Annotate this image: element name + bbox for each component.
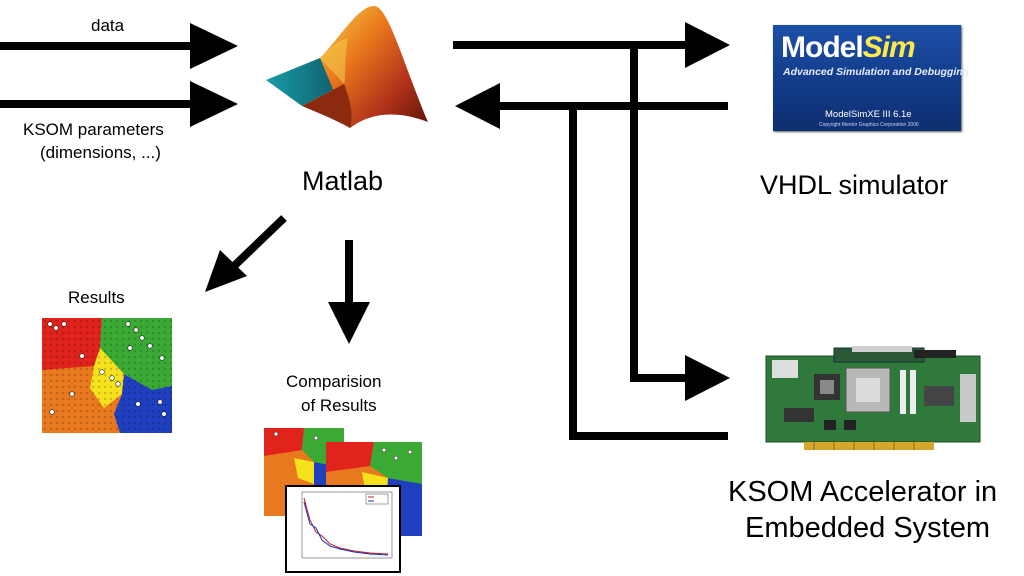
params-label-line2: (dimensions, ...)	[40, 143, 161, 162]
comparison-label-line1: Comparision	[286, 372, 382, 391]
modelsim-splash: ModelSim Advanced Simulation and Debuggi…	[773, 25, 969, 131]
modelsim-logo-part1: Model	[781, 31, 864, 64]
data-input-arrowhead	[190, 23, 238, 69]
matlab-to-comparison-arrowhead	[328, 302, 370, 344]
modelsim-tagline: Advanced Simulation and Debugging	[783, 66, 970, 78]
simulator-to-matlab-arrowhead	[455, 83, 500, 129]
hexagonal-som-map-icon	[42, 318, 172, 433]
accelerator-label-line1: KSOM Accelerator in	[728, 476, 998, 508]
matlab-to-results-arrow	[229, 215, 287, 271]
simulator-label: VHDL simulator	[760, 170, 949, 200]
results-label: Results	[68, 288, 125, 307]
matlab-to-accelerator-arrowhead	[685, 355, 730, 401]
modelsim-logo: ModelSim	[781, 31, 916, 65]
params-label-line1: KSOM parameters	[23, 120, 164, 139]
fpga-board-icon	[765, 346, 981, 450]
matlab-label: Matlab	[302, 166, 384, 196]
matlab-to-simulator-arrowhead	[685, 22, 730, 68]
modelsim-logo-part2: Sim	[862, 31, 916, 64]
error-curve-plot-icon	[264, 428, 422, 573]
comparison-label-line2: of Results	[301, 396, 377, 415]
data-input-label: data	[91, 16, 125, 35]
modelsim-version: ModelSimXE III 6.1e	[825, 109, 912, 120]
accelerator-label-line2: Embedded System	[745, 512, 991, 544]
matlab-membrane-logo-icon	[266, 6, 428, 128]
modelsim-copyright: Copyright Mentor Graphics Corporation 20…	[819, 122, 919, 128]
matlab-to-results-arrowhead	[205, 250, 247, 292]
params-input-arrowhead	[190, 81, 238, 127]
